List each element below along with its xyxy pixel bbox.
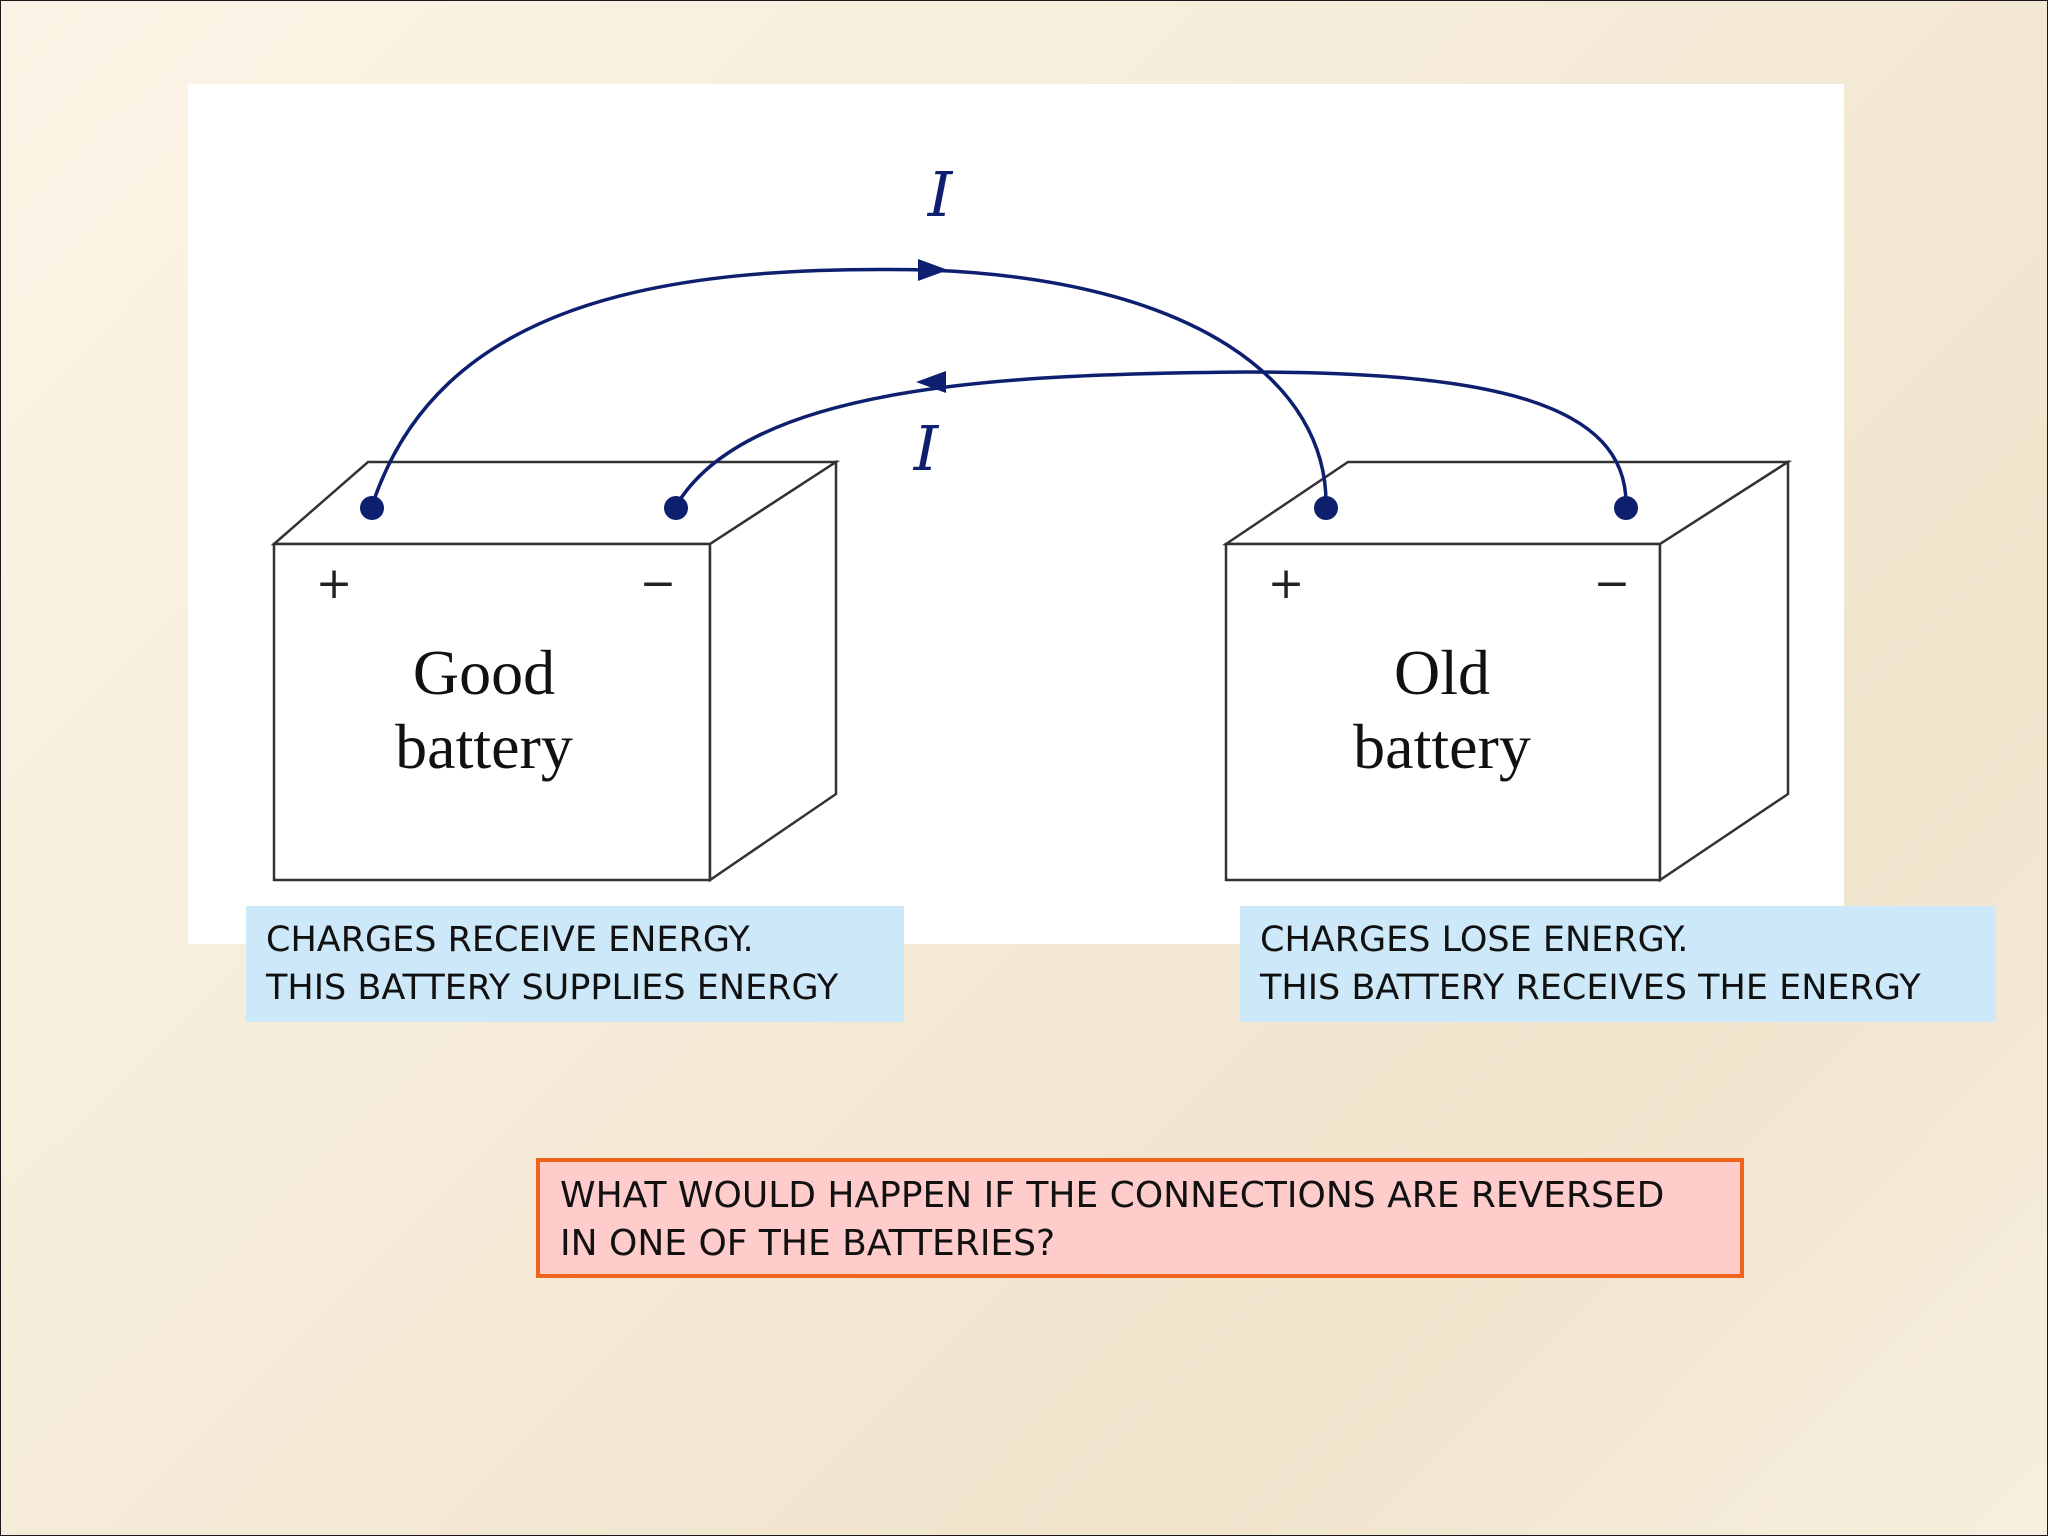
good-battery-positive-terminal [360,496,384,520]
current-arrow-right-icon [918,259,948,281]
old-battery-caption-line1: CHARGES LOSE ENERGY. [1260,920,1689,960]
old-battery-label-line2: battery [1353,711,1531,782]
good-battery-caption: CHARGES RECEIVE ENERGY. THIS BATTERY SUP… [246,906,904,1022]
old-battery-side-face [1658,459,1790,883]
battery-diagram: I I + − Good battery + − Old battery [188,84,1844,944]
good-battery-label-line2: battery [395,711,573,782]
good-battery-caption-line2: THIS BATTERY SUPPLIES ENERGY [266,968,839,1008]
current-label-bottom: I [913,412,940,485]
current-label-top: I [927,158,954,231]
old-battery-plus-sign: + [1268,558,1305,609]
question-line2: IN ONE OF THE BATTERIES? [560,1223,1056,1264]
good-battery-caption-line1: CHARGES RECEIVE ENERGY. [266,920,754,960]
current-arrow-left-icon [916,371,946,393]
old-battery [1221,459,1793,883]
old-battery-caption-line2: THIS BATTERY RECEIVES THE ENERGY [1260,968,1921,1008]
question-box: WHAT WOULD HAPPEN IF THE CONNECTIONS ARE… [536,1158,1744,1278]
good-battery-plus-sign: + [316,558,353,609]
old-battery-label-line1: Old [1394,637,1490,708]
wire-top [370,267,1328,507]
good-battery-side-face [708,459,838,883]
good-battery-negative-terminal [664,496,688,520]
old-battery-positive-terminal [1314,496,1338,520]
good-battery-label-line1: Good [413,637,555,708]
question-line1: WHAT WOULD HAPPEN IF THE CONNECTIONS ARE… [560,1175,1665,1216]
wire-bottom [674,370,1628,507]
old-battery-minus-sign: − [1594,558,1631,609]
old-battery-caption: CHARGES LOSE ENERGY. THIS BATTERY RECEIV… [1240,906,1996,1022]
diagram-canvas: I I + − Good battery + − Old battery [270,158,1793,883]
old-battery-negative-terminal [1614,496,1638,520]
good-battery-minus-sign: − [640,558,677,609]
